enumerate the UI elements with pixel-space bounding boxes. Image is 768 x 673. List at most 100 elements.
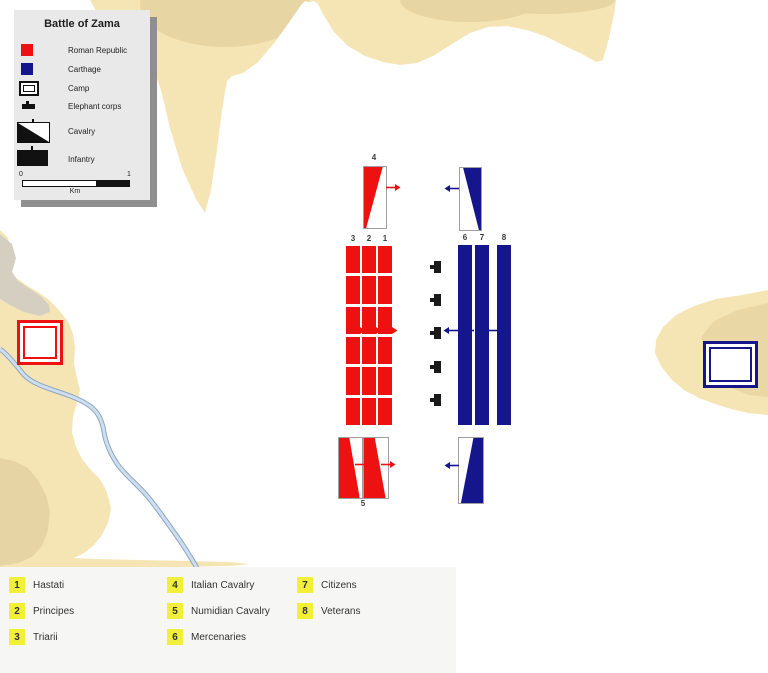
infantry-segment	[346, 367, 360, 395]
terrain-west-landmass	[0, 230, 250, 568]
unit-key-number-badge: 8	[297, 603, 313, 619]
unit-key-column-3: 7 Citizens 8 Veterans	[297, 577, 360, 629]
carthaginian-camp-inner	[709, 347, 752, 382]
scale-bar-filled	[96, 181, 129, 186]
elephant-corps-icon	[22, 101, 35, 109]
unit-key-label: Hastati	[33, 579, 65, 591]
roman-attack-arrow-icon	[367, 327, 382, 334]
unit-key-item: 7 Citizens	[297, 577, 360, 593]
roman-attack-arrow-icon	[383, 327, 398, 334]
infantry-segment	[346, 397, 360, 425]
infantry-segment	[346, 336, 360, 365]
infantry-segment	[378, 246, 392, 274]
legend-item-label: Infantry	[68, 155, 95, 164]
legend-item-label: Camp	[68, 84, 90, 93]
roman-cavalry-bottom-unit-b	[363, 437, 389, 499]
elephant-corps-unit	[430, 327, 441, 339]
unit-key-label: Triarii	[33, 631, 58, 643]
roman-infantry-column-hastati	[378, 246, 392, 425]
scale-end-label: 1	[127, 171, 131, 178]
roman-republic-swatch-icon	[21, 44, 33, 56]
unit-number-hastati: 1	[382, 234, 388, 243]
carthaginian-attack-arrow-icon	[444, 185, 459, 192]
unit-number-roman-cavalry-bottom: 5	[360, 499, 366, 508]
unit-key-item: 4 Italian Cavalry	[167, 577, 270, 593]
unit-key-number-badge: 4	[167, 577, 183, 593]
unit-key-item: 6 Mercenaries	[167, 629, 270, 645]
unit-number-principes: 2	[366, 234, 372, 243]
cavalry-icon-wedge	[18, 123, 49, 142]
carthaginian-camp	[703, 341, 758, 388]
infantry-segment	[362, 367, 376, 395]
elephant-corps-unit	[430, 394, 441, 406]
cavalry-wedge	[364, 438, 386, 498]
camp-icon-inner	[23, 85, 35, 92]
infantry-segment	[378, 336, 392, 365]
camp-icon	[19, 81, 39, 96]
unit-number-mercenaries: 6	[462, 233, 468, 242]
unit-number-triarii: 3	[350, 234, 356, 243]
unit-number-citizens: 7	[479, 233, 485, 242]
roman-attack-arrow-icon	[386, 184, 401, 191]
elephant-corps-unit	[430, 294, 441, 306]
carthaginian-infantry-column-veterans	[497, 245, 511, 425]
infantry-segment	[362, 397, 376, 425]
map-legend: Battle of Zama Roman Republic Carthage C…	[14, 10, 150, 200]
roman-attack-arrow-icon	[351, 327, 366, 334]
cavalry-wedge	[463, 168, 481, 230]
unit-key-column-2: 4 Italian Cavalry 5 Numidian Cavalry 6 M…	[167, 577, 270, 655]
scale-unit-label: Km	[69, 188, 81, 195]
infantry-segment	[346, 246, 360, 274]
legend-item-label: Elephant corps	[68, 102, 122, 111]
river	[0, 347, 199, 569]
legend-item-label: Roman Republic	[68, 46, 128, 55]
roman-cavalry-bottom-unit-a	[338, 437, 363, 499]
cavalry-wedge	[339, 438, 360, 498]
unit-key-number-badge: 1	[9, 577, 25, 593]
unit-key-number-badge: 5	[167, 603, 183, 619]
unit-key-label: Italian Cavalry	[191, 579, 255, 591]
roman-cavalry-top-unit	[363, 166, 387, 229]
unit-number-roman-cavalry-top: 4	[371, 153, 377, 162]
roman-camp-inner	[23, 326, 57, 359]
carthaginian-attack-arrow-icon	[459, 327, 474, 334]
carthaginian-attack-arrow-icon	[482, 327, 497, 334]
cavalry-icon	[17, 119, 50, 143]
roman-attack-arrow-icon	[381, 461, 396, 468]
infantry-segment	[378, 397, 392, 425]
unit-key-item: 8 Veterans	[297, 603, 360, 619]
elephant-corps-unit	[430, 261, 441, 273]
unit-key-column-1: 1 Hastati 2 Principes 3 Triarii	[9, 577, 74, 655]
roman-infantry-column-principes	[362, 246, 376, 425]
cavalry-wedge	[460, 438, 483, 503]
unit-key-item: 1 Hastati	[9, 577, 74, 593]
carthage-swatch-icon	[21, 63, 33, 75]
infantry-segment	[378, 276, 392, 304]
terrain-southwest-highland	[0, 458, 50, 566]
elephant-corps-unit	[430, 361, 441, 373]
unit-key-item: 3 Triarii	[9, 629, 74, 645]
legend-item-label: Carthage	[68, 65, 101, 74]
unit-key-number-badge: 6	[167, 629, 183, 645]
carthaginian-cavalry-top-unit	[459, 167, 482, 231]
unit-key-label: Numidian Cavalry	[191, 605, 270, 617]
scale-bar	[22, 180, 130, 187]
terrain-north-highlands	[140, 0, 615, 47]
unit-number-veterans: 8	[501, 233, 507, 242]
legend-item-label: Cavalry	[68, 127, 96, 136]
carthaginian-attack-arrow-icon	[444, 462, 459, 469]
unit-key-panel: 1 Hastati 2 Principes 3 Triarii 4 Italia…	[0, 567, 456, 673]
cavalry-wedge	[364, 167, 383, 228]
unit-key-item: 5 Numidian Cavalry	[167, 603, 270, 619]
unit-key-label: Citizens	[321, 579, 357, 591]
unit-key-number-badge: 3	[9, 629, 25, 645]
carthaginian-infantry-column-mercenaries	[458, 245, 472, 425]
roman-infantry-column-triarii	[346, 246, 360, 425]
infantry-segment	[362, 336, 376, 365]
unit-key-label: Mercenaries	[191, 631, 247, 643]
infantry-segment	[362, 276, 376, 304]
infantry-segment	[346, 306, 360, 334]
infantry-segment	[346, 276, 360, 304]
